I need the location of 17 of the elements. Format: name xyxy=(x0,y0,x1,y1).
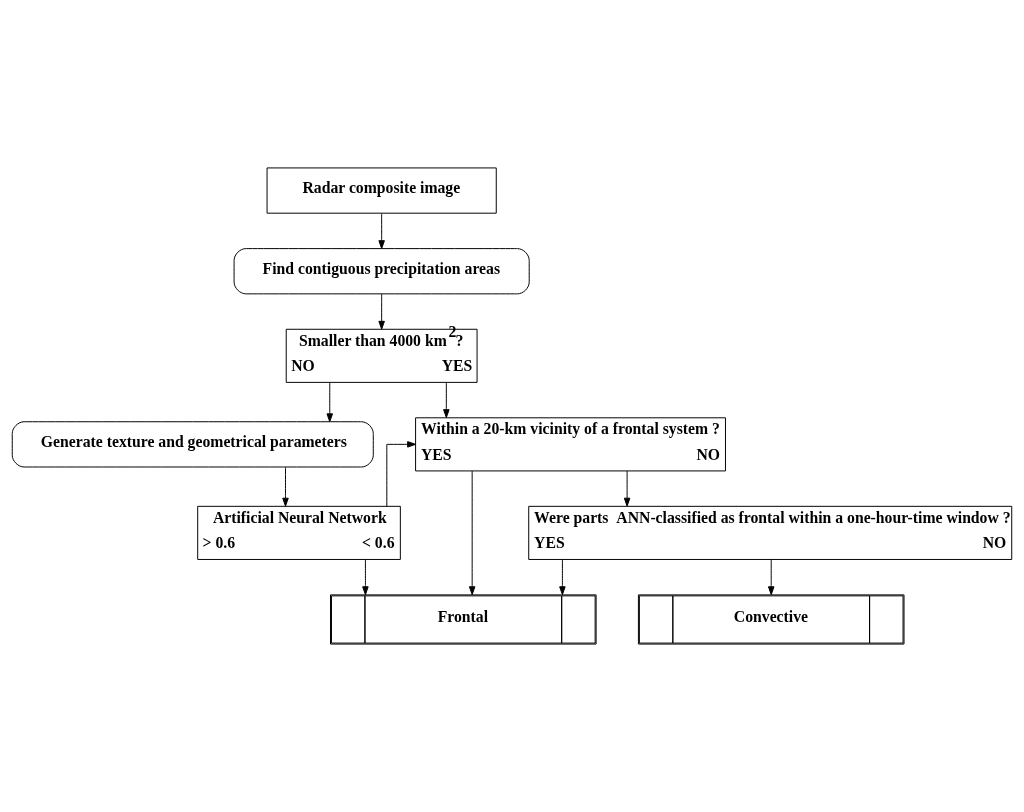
arrow xyxy=(767,559,775,596)
node-box: Radar composite image xyxy=(266,167,497,214)
arrow xyxy=(623,470,631,507)
node-box: Find contiguous precipitation areas xyxy=(233,248,530,295)
arrow xyxy=(468,470,476,596)
arrow xyxy=(443,381,450,418)
node-box: Within a 20-km vicinity of a frontal system ? YES NO xyxy=(415,417,726,472)
arrow xyxy=(282,466,289,507)
node-box: Were parts ANN-classified as frontal within a one-hour-time window ? YES NO xyxy=(528,505,1013,560)
node-box: Generate texture and geometrical parameters xyxy=(11,421,374,468)
arrow xyxy=(386,441,416,507)
arrow xyxy=(559,559,566,596)
arrow xyxy=(378,212,385,250)
node-box: Artificial Neural Network > 0.6 < 0.6 xyxy=(197,505,401,560)
arrow xyxy=(326,381,333,423)
arrow xyxy=(362,559,369,596)
arrow xyxy=(378,293,385,330)
